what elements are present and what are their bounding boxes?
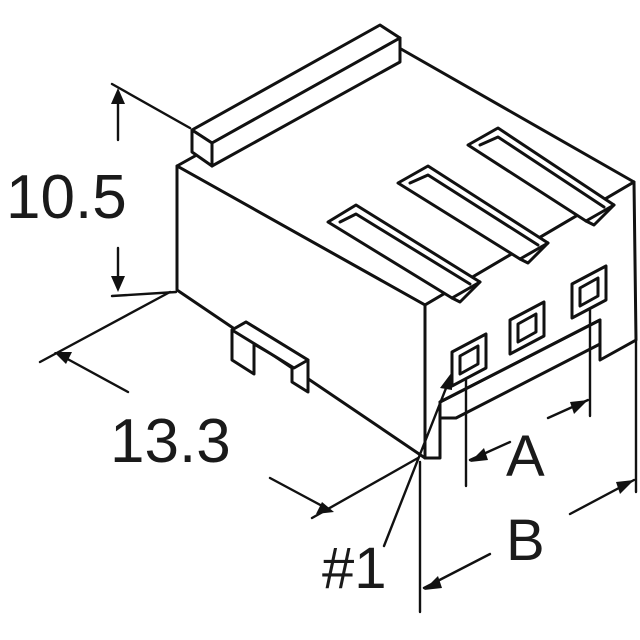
bottom-ledge	[438, 318, 602, 420]
pin-one-leader	[382, 372, 452, 548]
dim-pitch	[464, 308, 592, 488]
top-slot-3	[466, 126, 616, 227]
top-slot-2	[396, 164, 550, 265]
dim-depth	[38, 290, 420, 520]
dim-width-label: B	[506, 508, 545, 573]
pin-cavity-2	[508, 300, 546, 356]
latch-rail	[190, 23, 402, 168]
dim-width	[418, 338, 638, 614]
polarization-key	[230, 320, 310, 394]
dim-pitch-label: A	[506, 424, 545, 489]
pin-one-label: #1	[322, 536, 387, 601]
top-slot-1	[326, 203, 482, 304]
pin-cavity-3	[570, 264, 608, 320]
dim-height-label: 10.5	[6, 163, 127, 232]
dim-height	[110, 82, 192, 298]
dim-depth-label: 13.3	[110, 407, 231, 476]
